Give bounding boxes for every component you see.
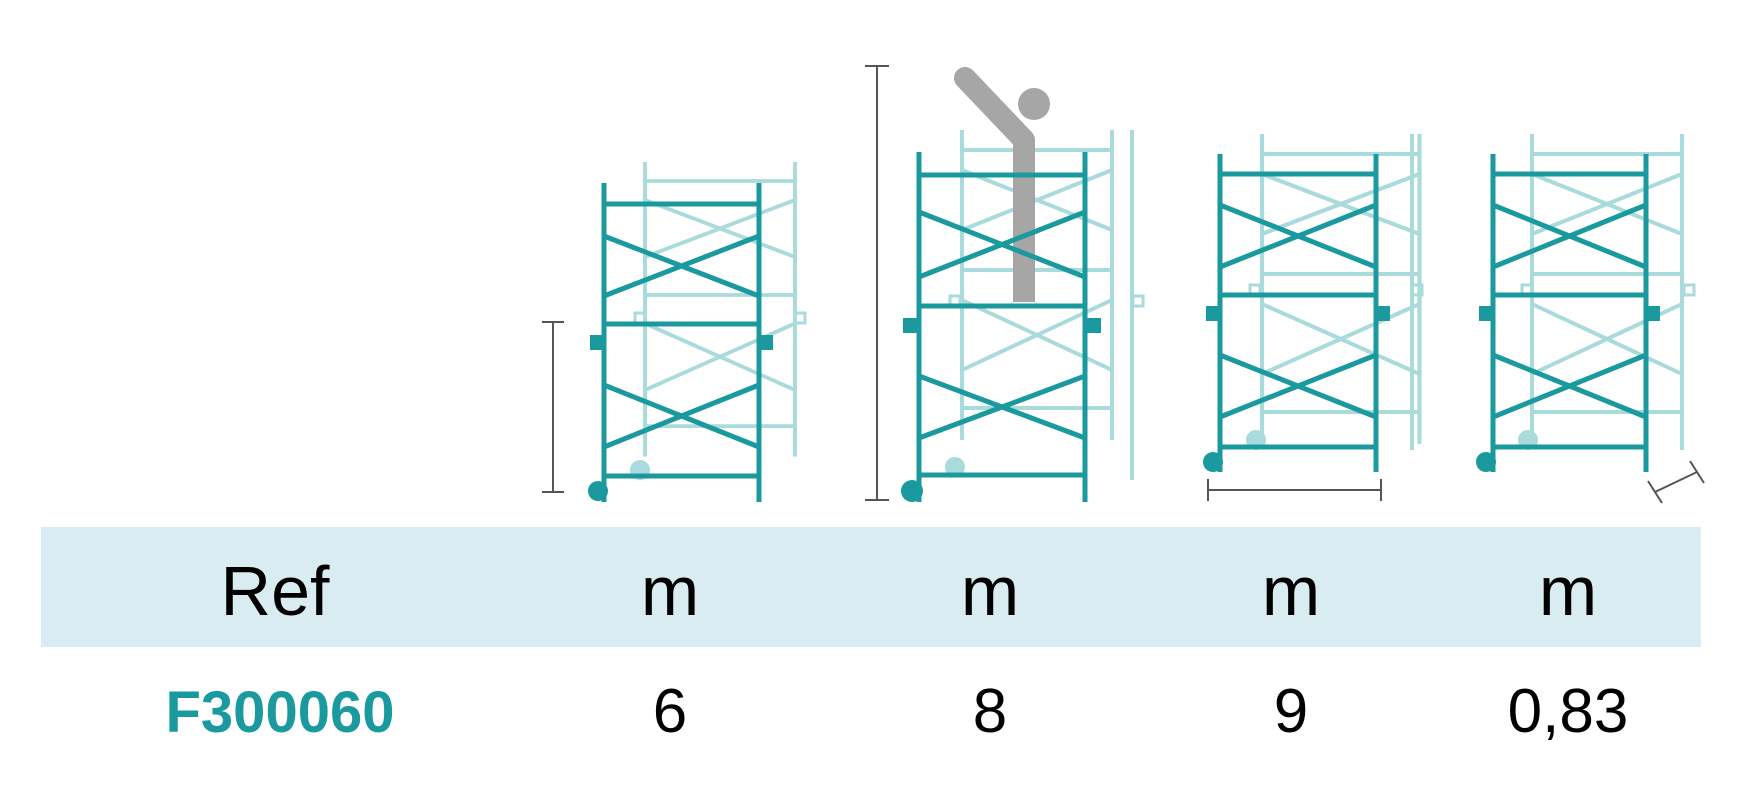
scaffold-tower-with-worker-icon	[865, 65, 1145, 502]
row-working-height-value: 8	[972, 677, 1008, 746]
scaffold-tower-icon	[542, 160, 807, 502]
row-ref-code: F300060	[165, 680, 395, 745]
row-depth-value: 0,83	[1507, 677, 1629, 746]
scaffold-tower-depth-icon	[1476, 132, 1705, 504]
header-height-unit: m	[640, 552, 700, 630]
worker-icon	[954, 67, 1050, 302]
header-width-unit: m	[1261, 552, 1321, 630]
header-depth-unit: m	[1538, 552, 1598, 630]
table-header-band	[41, 527, 1701, 647]
scaffold-diagram	[542, 65, 1705, 504]
row-height-value: 6	[652, 677, 688, 746]
header-ref: Ref	[220, 552, 330, 630]
header-working-height-unit: m	[960, 552, 1020, 630]
row-width-value: 9	[1273, 677, 1309, 746]
scaffold-tower-width-icon	[1203, 134, 1424, 501]
